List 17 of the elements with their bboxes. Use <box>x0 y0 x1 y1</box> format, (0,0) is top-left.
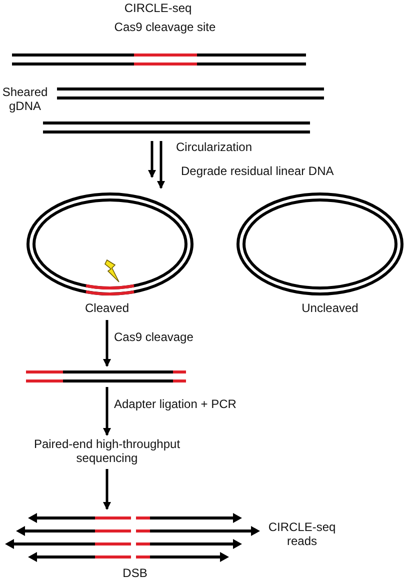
sample-label: Sheared gDNA <box>1 85 49 113</box>
arrow <box>103 387 111 436</box>
step-label: Paired-end high-throughput sequencing <box>22 437 192 467</box>
edge-label: Circularization <box>176 140 252 154</box>
dsb-label: DSB <box>122 566 148 580</box>
edge-label: Degrade residual linear DNA <box>181 164 334 178</box>
title: CIRCLE-seq <box>123 1 193 15</box>
arrow <box>148 141 156 178</box>
arrow <box>157 141 165 189</box>
site-label: Cas9 cleavage site <box>113 20 217 34</box>
caption-label: CIRCLE-seq reads <box>267 520 337 548</box>
arrow <box>103 469 111 510</box>
arrow <box>103 320 111 367</box>
edge-label: Adapter ligation + PCR <box>114 397 236 411</box>
caption-label: Cleaved <box>84 301 130 315</box>
edge-label: Cas9 cleavage <box>114 330 194 344</box>
caption-label: Uncleaved <box>300 301 360 315</box>
